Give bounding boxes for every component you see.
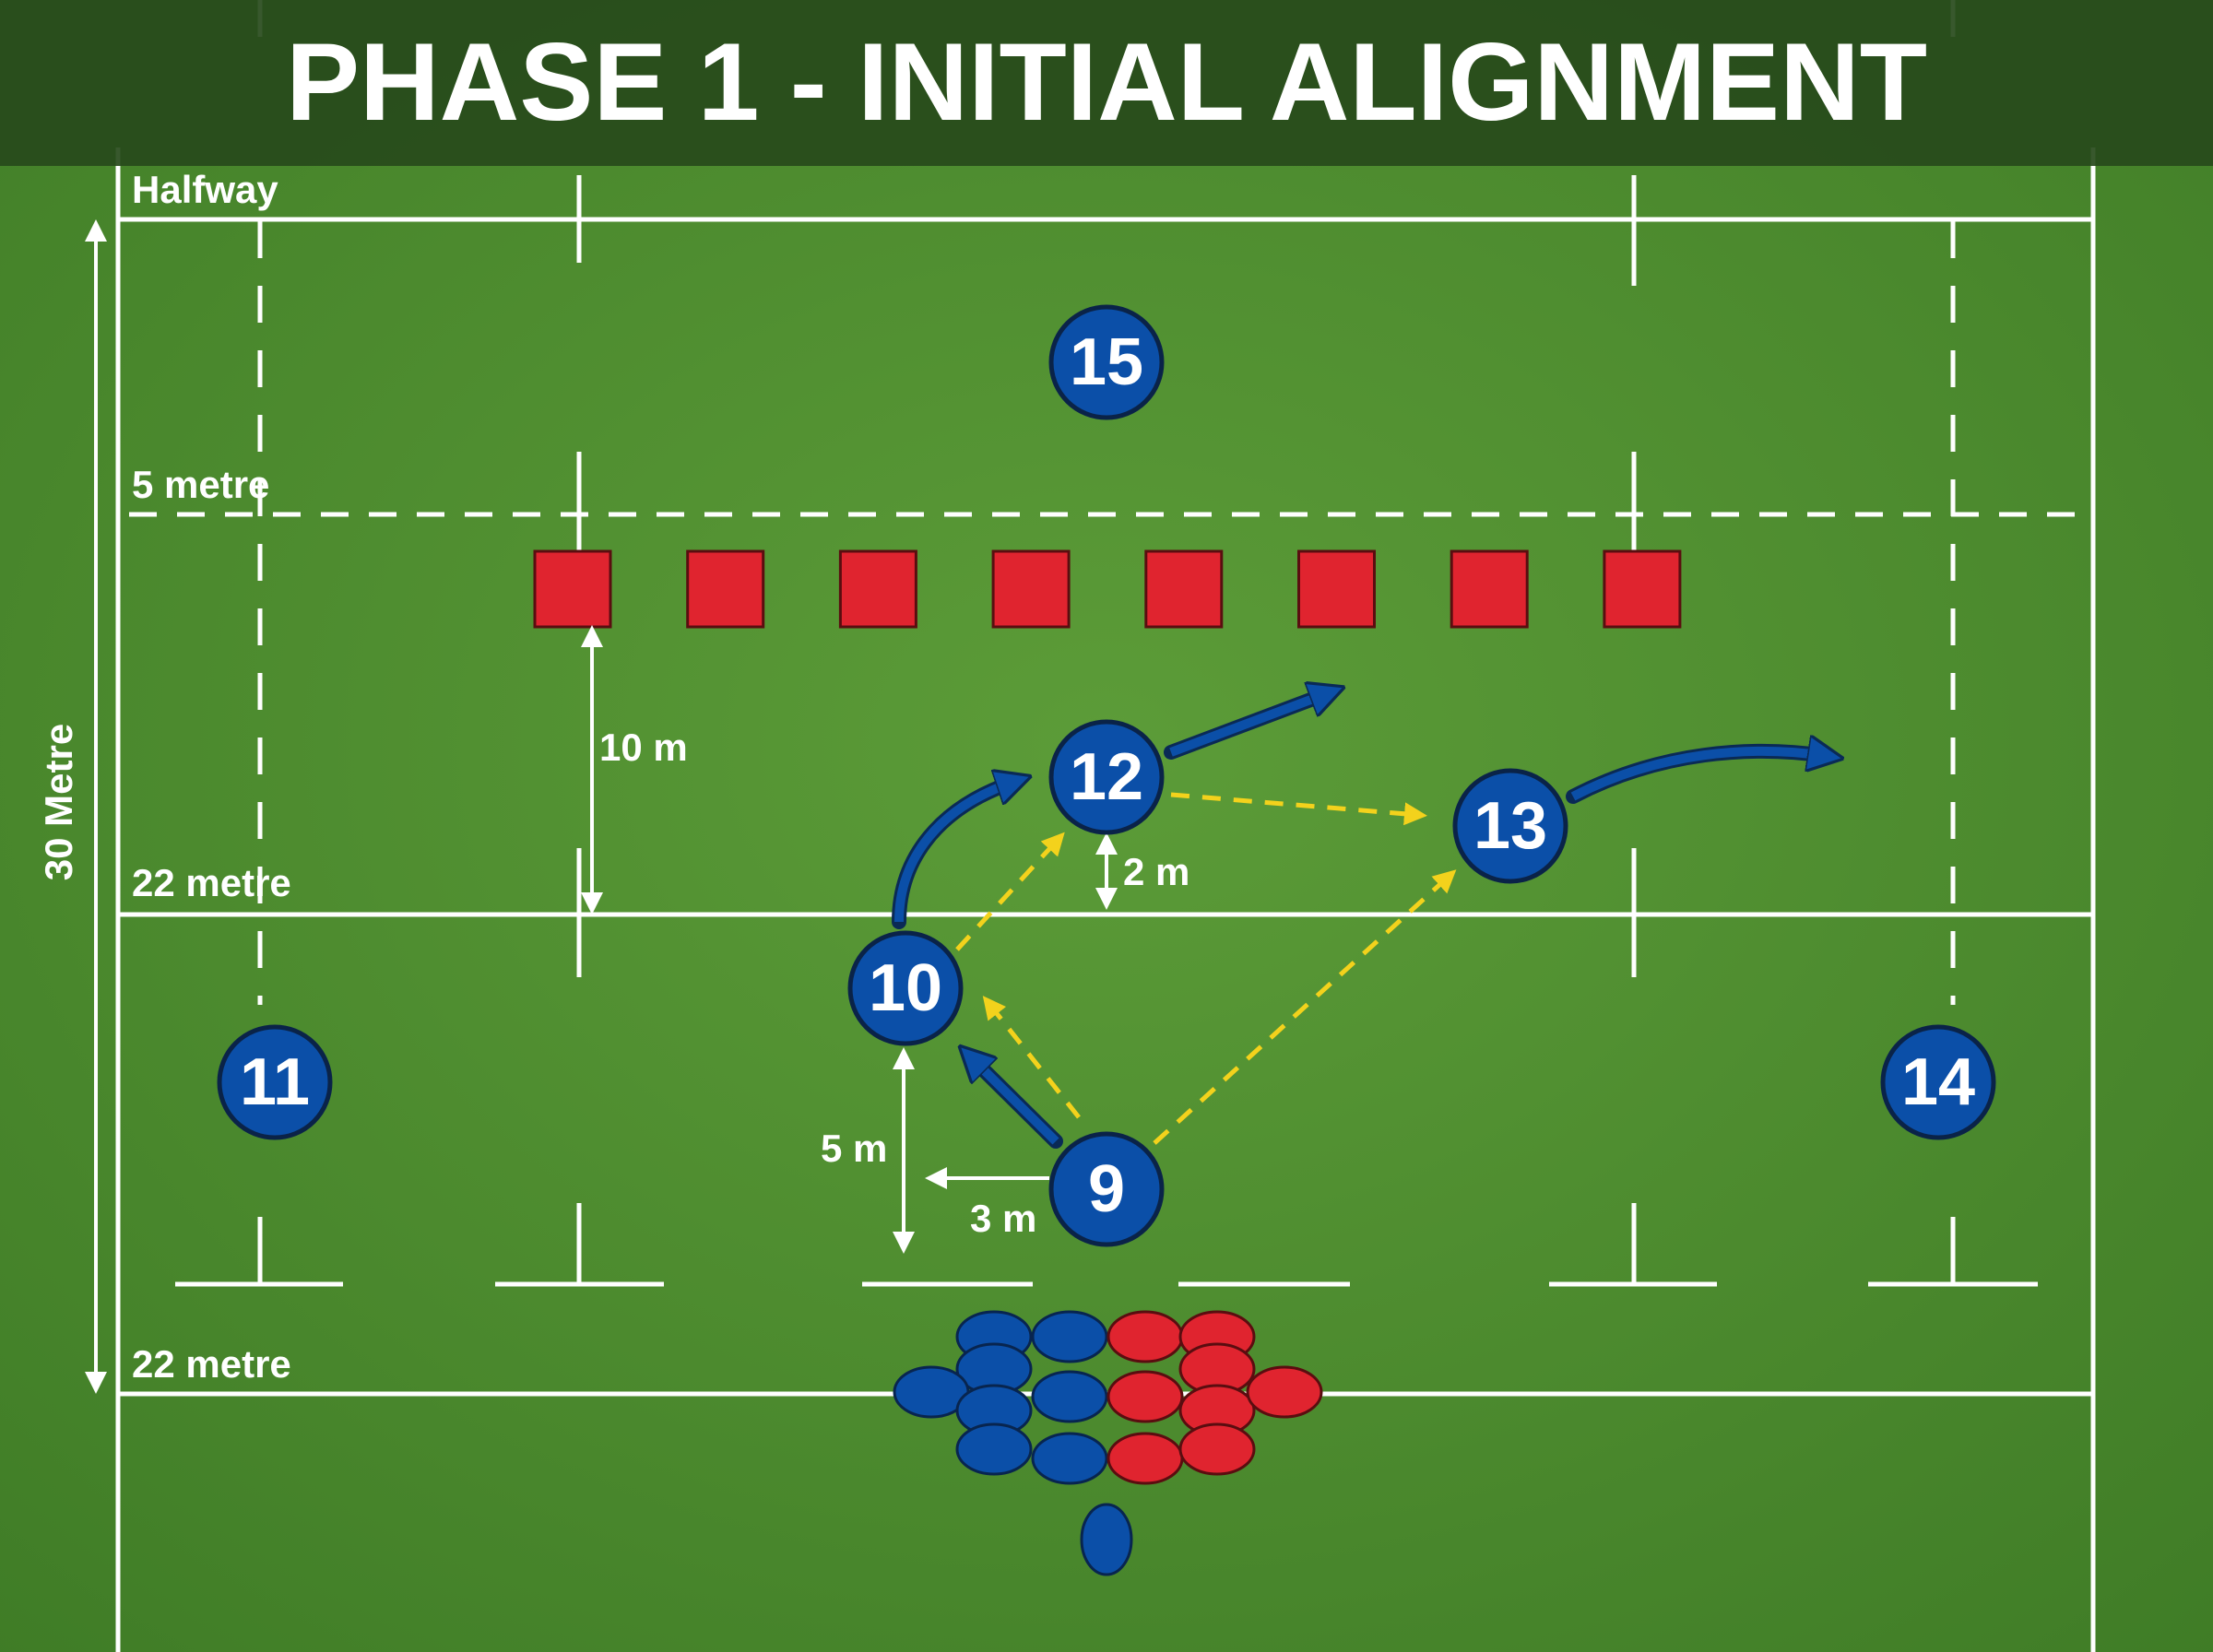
run-9-fill xyxy=(972,1058,1059,1145)
halfway-label: Halfway xyxy=(132,168,278,211)
player-15-number: 15 xyxy=(1070,325,1143,399)
pass-10-to-12 xyxy=(955,832,1065,951)
scrum-forward-attacker xyxy=(1031,1432,1108,1485)
player-15: 15 xyxy=(1048,304,1165,420)
lower-22-label: 22 metre xyxy=(132,1342,291,1386)
scrum-forward-attacker xyxy=(955,1422,1033,1476)
pass-12-to-13 xyxy=(1170,792,1427,826)
attacking-players: 15 12 13 10 9 11 14 xyxy=(217,304,1996,1247)
scrum-forward-attacker xyxy=(1031,1310,1108,1363)
run-10-fill xyxy=(894,782,1014,923)
five-metre-label: 5 metre xyxy=(132,463,269,506)
defender-marker xyxy=(533,549,612,629)
player-11-number: 11 xyxy=(240,1045,310,1119)
defender-marker xyxy=(838,549,917,629)
run-12-fill xyxy=(1169,693,1328,757)
player-14: 14 xyxy=(1880,1024,1996,1140)
depth-label: 30 Metre xyxy=(37,724,80,880)
defender-marker xyxy=(686,549,765,629)
defender-marker xyxy=(1144,549,1224,629)
scrum-forward-defender xyxy=(1106,1370,1184,1423)
player-14-number: 14 xyxy=(1901,1045,1975,1119)
five-metre-measure-label: 5 m xyxy=(821,1127,887,1170)
player-10: 10 xyxy=(847,930,964,1046)
player-13: 13 xyxy=(1452,768,1568,884)
scrum-forward-defender xyxy=(1106,1432,1184,1485)
player-12: 12 xyxy=(1048,719,1165,835)
ten-metre-label: 10 m xyxy=(599,726,688,769)
upper-22-label: 22 metre xyxy=(132,861,291,904)
defender-marker xyxy=(991,549,1071,629)
player-9-number: 9 xyxy=(1088,1152,1125,1226)
three-metre-label: 3 m xyxy=(970,1197,1036,1240)
pass-9-to-10 xyxy=(982,996,1081,1119)
two-metre-label: 2 m xyxy=(1123,850,1189,893)
pass-lines xyxy=(955,792,1457,1145)
defender-marker xyxy=(1603,549,1682,629)
scrum-forward-defender xyxy=(1106,1310,1184,1363)
player-10-number: 10 xyxy=(869,951,942,1025)
player-12-number: 12 xyxy=(1070,740,1143,814)
page-title: PHASE 1 - INITIAL ALIGNMENT xyxy=(286,20,1927,144)
title-band xyxy=(0,0,2213,166)
run-lines xyxy=(892,693,1826,1149)
scrum-forward-attacker xyxy=(1031,1370,1108,1423)
defender-marker xyxy=(1450,549,1529,629)
run-13-fill xyxy=(1570,751,1826,801)
defensive-line xyxy=(533,549,1682,629)
defender-marker xyxy=(1297,549,1376,629)
pass-9-to-13 xyxy=(1153,869,1457,1145)
scrum-number-eight xyxy=(1080,1503,1133,1576)
player-9: 9 xyxy=(1048,1131,1165,1247)
player-13-number: 13 xyxy=(1473,789,1547,863)
scrum xyxy=(893,1310,1323,1576)
player-11: 11 xyxy=(217,1024,333,1140)
scrum-forward-defender xyxy=(1246,1365,1323,1419)
scrum-forward-defender xyxy=(1178,1422,1256,1476)
